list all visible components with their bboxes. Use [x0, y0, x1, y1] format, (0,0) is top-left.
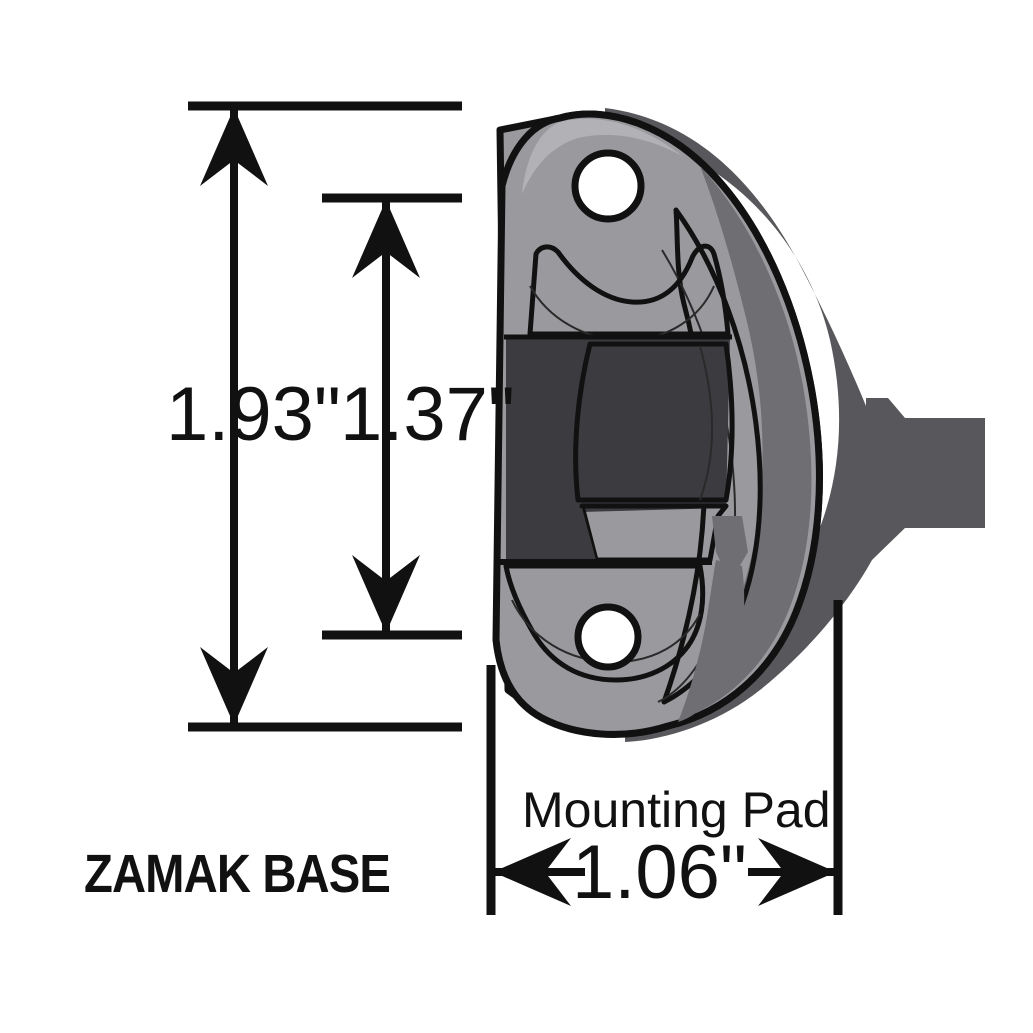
part-inner-boss-hairline — [699, 345, 713, 501]
part-top-highlight — [522, 118, 682, 194]
part-inner-boss — [573, 341, 735, 503]
dimension-overall-height: 1.93" — [166, 101, 462, 732]
part-rib — [678, 560, 745, 722]
dimension-mounting-pad: Mounting Pad 1.06" — [486, 600, 843, 915]
upper-mounting-hole — [571, 149, 645, 223]
dimension-value-overall-height: 1.93" — [166, 372, 341, 457]
part-right-lobe-shading — [678, 166, 812, 720]
part-lower-block — [579, 503, 729, 563]
dimension-inner-height: 1.37" — [322, 193, 515, 640]
part-upper-crescent — [527, 243, 731, 337]
label-mounting-pad: Mounting Pad — [522, 782, 831, 838]
part-cavity-dark — [506, 338, 730, 514]
dimension-value-inner-height: 1.37" — [340, 372, 515, 457]
drawing-title: ZAMAK BASE — [84, 844, 390, 904]
part-zamak-base — [492, 108, 985, 742]
dimension-value-mounting-pad: 1.06" — [572, 830, 747, 915]
lower-mounting-hole — [574, 603, 642, 671]
part-lower-crescent — [503, 563, 706, 683]
part-cavity-lower-band — [506, 508, 596, 562]
